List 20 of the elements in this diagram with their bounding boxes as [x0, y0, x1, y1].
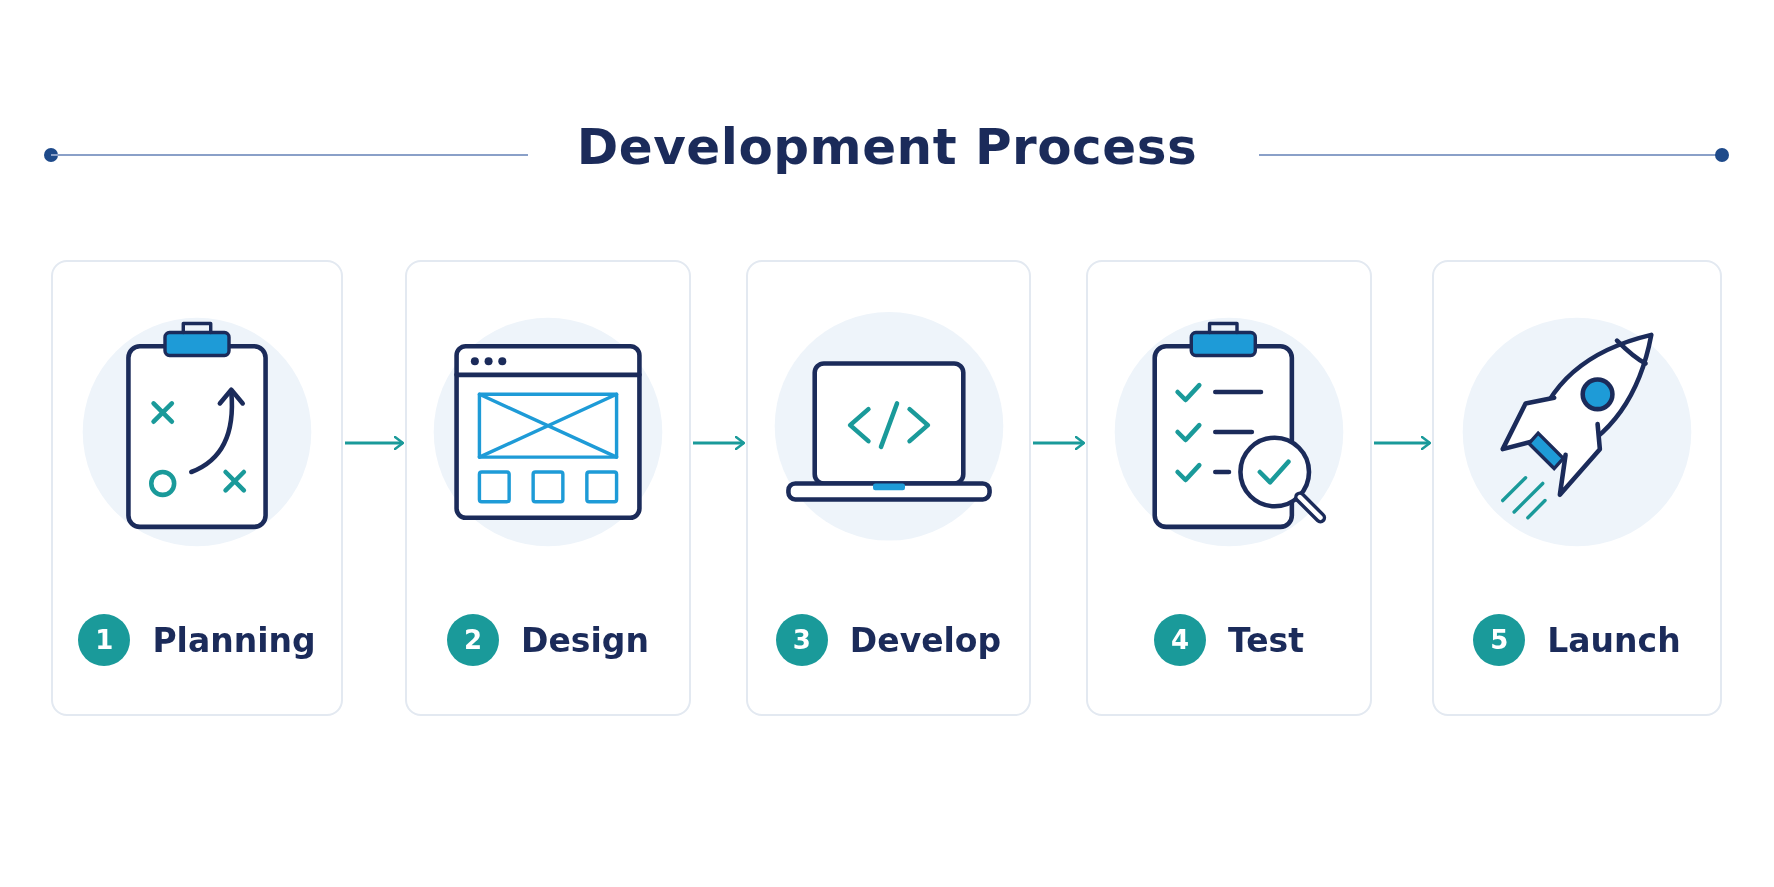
step-number: 4: [1154, 614, 1207, 666]
step-number: 1: [78, 614, 131, 666]
arrow: [1033, 435, 1086, 451]
step-number: 3: [775, 614, 828, 666]
arrow: [345, 435, 405, 451]
step-number: 5: [1473, 614, 1526, 666]
step-label: Design: [521, 620, 649, 660]
step-label: Develop: [849, 620, 1002, 660]
step-card: [1086, 260, 1372, 716]
arrow: [1374, 435, 1432, 451]
step-label: Launch: [1547, 620, 1681, 660]
step-card: [1432, 260, 1722, 716]
step-number: 2: [447, 614, 500, 666]
step-card: [51, 260, 343, 716]
title: Development Process: [576, 118, 1198, 176]
step-label: Planning: [152, 620, 316, 660]
step-label: Test: [1228, 620, 1304, 660]
step-card: [405, 260, 691, 716]
step-card: [746, 260, 1031, 716]
arrow: [693, 435, 746, 451]
